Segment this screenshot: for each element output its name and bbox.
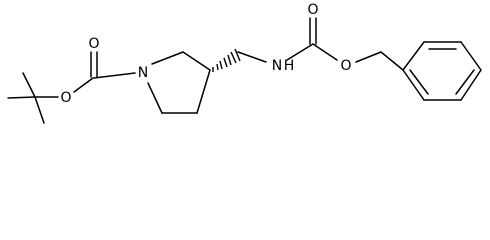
atom-o-ester-cbz: O	[340, 58, 351, 74]
bond-ester-o-to-carbonyl-c	[73, 77, 94, 93]
hash-wedge-bar	[230, 51, 237, 64]
bond-tbu-methyl-top	[22, 72, 36, 98]
hash-wedge-bar	[216, 63, 219, 71]
atom-n-ring: N	[138, 65, 148, 81]
bond-ring-n-to-c2	[151, 51, 184, 65]
bond-ch2-to-nh	[237, 51, 267, 63]
atom-o-carbonyl-cbz: O	[307, 2, 318, 18]
chemical-structure: O O N N H O O	[7, 2, 482, 124]
bond-phenyl-inner-c	[409, 69, 429, 95]
hash-wedge-bar	[234, 48, 241, 62]
bond-ester-o-to-benzyl-ch2	[355, 51, 382, 63]
bond-phenyl-3-4	[460, 41, 482, 71]
bond-ring-c2-to-c3	[182, 51, 211, 71]
atom-h-carbamate: H	[284, 58, 295, 74]
atom-o-ester-boc: O	[60, 90, 71, 106]
bond-tbu-methyl-bottom	[34, 96, 45, 124]
bonds	[7, 17, 482, 124]
atom-n-carbamate: N	[272, 58, 282, 74]
hash-wedge-bar	[219, 60, 223, 70]
hash-wedge-bar	[223, 57, 228, 68]
bond-phenyl-inner-b	[455, 69, 475, 95]
bond-ring-c5-to-n	[147, 82, 163, 114]
bond-phenyl-4-5	[460, 69, 482, 101]
bond-nh-to-carbonyl-c	[286, 43, 314, 61]
bond-carbonyl-c-to-ester-o	[312, 43, 338, 61]
bond-ring-c3-to-c4	[196, 69, 211, 114]
bond-carbonyl-c-to-ring-n	[93, 72, 136, 79]
bond-tbu-methyl-left	[7, 96, 36, 99]
bond-phenyl-6-1	[402, 69, 425, 101]
bond-benzyl-ch2-to-ring	[380, 51, 404, 71]
atom-labels: O O N N H O O	[60, 2, 351, 106]
stereo-hash-wedge	[212, 48, 241, 72]
atom-o-carbonyl-boc: O	[88, 36, 99, 52]
hash-wedge-bar	[227, 54, 232, 66]
bond-phenyl-1-2	[402, 41, 425, 71]
